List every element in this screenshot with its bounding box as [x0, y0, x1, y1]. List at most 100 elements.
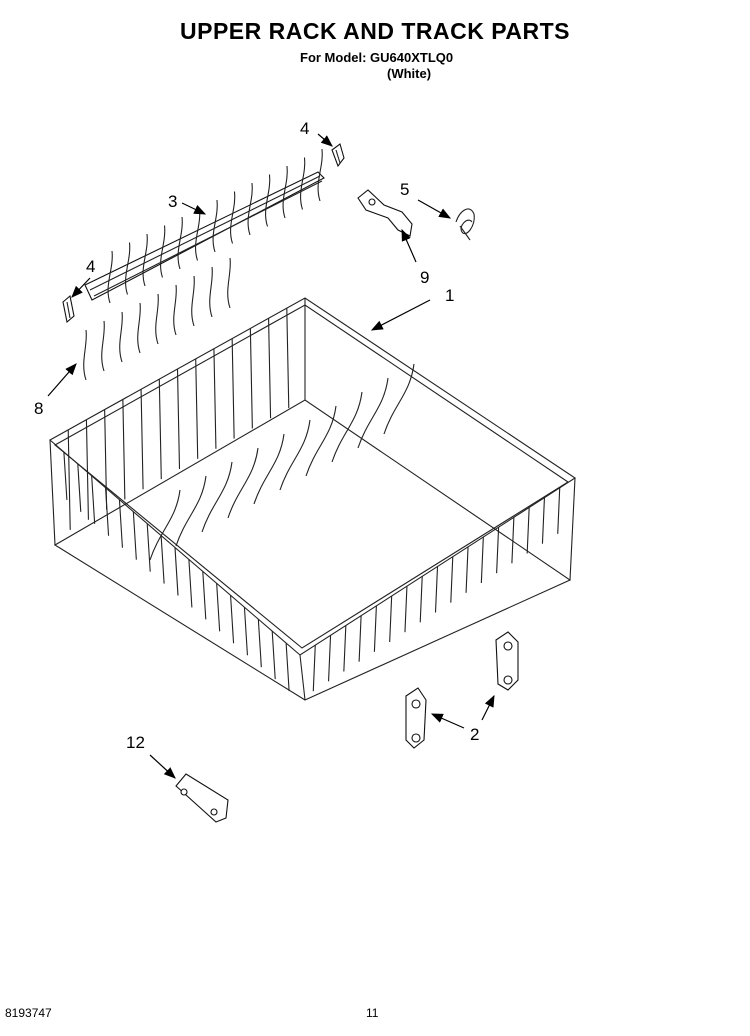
- rack-wire: [343, 625, 347, 672]
- rack-wire: [230, 595, 235, 644]
- rack-wire: [271, 631, 276, 680]
- tine: [317, 148, 323, 202]
- rack-wire: [465, 546, 469, 593]
- part-9-bracket: [357, 189, 413, 237]
- rack-wire: [202, 571, 207, 620]
- leader-lines: [47, 133, 495, 779]
- callout-4-top: 4: [300, 119, 309, 138]
- rack-wire: [176, 368, 181, 470]
- rack-wire: [434, 566, 439, 613]
- rack-wire: [526, 507, 530, 554]
- rack-wire: [122, 399, 126, 500]
- rack-wire: [85, 419, 89, 520]
- tine: [155, 293, 159, 345]
- tine: [142, 233, 148, 287]
- basket-tine: [227, 447, 259, 519]
- part-2-roller-right: [495, 631, 519, 691]
- rack-wire: [188, 559, 193, 608]
- page-title: UPPER RACK AND TRACK PARTS: [180, 18, 570, 44]
- rack-wire: [373, 605, 377, 652]
- rack-wire: [118, 499, 123, 548]
- tine: [230, 191, 236, 244]
- rack-wire: [243, 607, 248, 656]
- rack-wire: [541, 497, 545, 544]
- tine: [173, 284, 177, 336]
- rack-wire: [63, 451, 68, 500]
- callout-8: 8: [34, 399, 43, 418]
- tine: [300, 157, 306, 210]
- rack-wire: [132, 511, 137, 560]
- rack-wire: [511, 517, 515, 564]
- rack-wire: [268, 318, 272, 419]
- rack-wire: [67, 429, 71, 530]
- tine: [125, 242, 131, 295]
- basket-tine: [175, 475, 207, 547]
- part-2-roller-left: [405, 687, 427, 749]
- part-4-clip-left: [62, 294, 75, 324]
- basket-tine: [305, 405, 337, 477]
- tine: [101, 320, 105, 372]
- rack-wire: [140, 389, 144, 490]
- part-4-clip-top: [331, 143, 345, 168]
- rack-wire: [450, 556, 454, 603]
- callout-9: 9: [420, 268, 429, 287]
- rack-wire: [91, 475, 96, 524]
- rack-wire: [557, 487, 561, 534]
- rack-wire: [158, 379, 162, 480]
- rack-wire: [104, 409, 108, 510]
- rack-wire: [257, 619, 262, 668]
- callout-1: 1: [445, 286, 454, 305]
- tine: [191, 275, 195, 327]
- basket-tine: [253, 433, 285, 505]
- rack-wire: [77, 463, 82, 512]
- rack-wire: [389, 595, 393, 643]
- rack-wire: [285, 643, 290, 692]
- tine: [160, 225, 166, 278]
- callout-2: 2: [470, 725, 479, 744]
- part-8-tine-row: [83, 148, 323, 381]
- tine: [107, 250, 113, 304]
- part-12-stop: [175, 773, 229, 823]
- rack-wire: [249, 328, 253, 429]
- callout-3: 3: [168, 192, 177, 211]
- tine: [265, 174, 271, 227]
- callout-4-left: 4: [86, 257, 95, 276]
- page-number: 11: [366, 1006, 379, 1020]
- rack-wire: [480, 536, 484, 584]
- rack-wire: [213, 348, 217, 449]
- rack-wire: [358, 615, 362, 662]
- rack-wire: [174, 547, 179, 596]
- basket-tine: [383, 363, 415, 435]
- rack-wire: [404, 586, 408, 633]
- basket-tine: [357, 377, 389, 449]
- basket-tine: [201, 461, 233, 533]
- rack-wire: [328, 635, 332, 682]
- part-3-rail: [84, 171, 325, 301]
- part-1-rack: [49, 297, 577, 701]
- tine: [212, 199, 218, 253]
- variant-label: (White): [387, 66, 432, 81]
- document-number: 8193747: [5, 1006, 52, 1020]
- tine: [247, 182, 253, 236]
- rack-wire: [496, 527, 500, 574]
- model-line: For Model: GU640XTLQ0: [300, 50, 454, 65]
- tine: [227, 257, 231, 309]
- callout-5: 5: [400, 180, 409, 199]
- rack-wire: [419, 576, 423, 623]
- rack-wire: [160, 535, 165, 584]
- basket-tine: [331, 391, 363, 463]
- rack-wire: [312, 645, 316, 692]
- tine: [119, 311, 123, 363]
- rack-wire: [231, 338, 235, 439]
- rack-wire: [146, 523, 151, 572]
- rack-wire: [216, 583, 221, 632]
- rack-wire: [286, 308, 290, 409]
- tine: [282, 165, 288, 219]
- tine: [209, 266, 213, 318]
- tine: [177, 216, 183, 270]
- tine: [83, 329, 87, 381]
- tine: [137, 302, 141, 354]
- basket-tine: [149, 489, 181, 561]
- part-5-clip: [455, 208, 475, 241]
